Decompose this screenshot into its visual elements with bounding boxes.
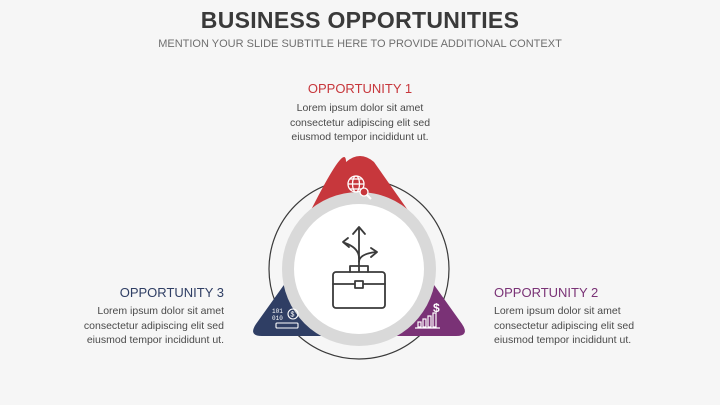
opportunity-2-line-2: consectetur adipiscing elit sed [494, 319, 635, 332]
opportunity-2-description: Lorem ipsum dolor sit amet consectetur a… [494, 304, 704, 348]
binary-coin-stack-icon: 101 010 $ [272, 308, 299, 329]
svg-text:$: $ [291, 312, 295, 319]
opportunity-1-title: OPPORTUNITY 1 [307, 81, 413, 96]
globe-search-icon [347, 175, 372, 200]
svg-text:010: 010 [272, 315, 283, 322]
opportunity-2-line-1: Lorem ipsum dolor sit amet [494, 305, 621, 317]
svg-text:$: $ [433, 301, 440, 315]
opportunity-3-line-3: eiusmod tempor incididunt ut. [86, 334, 224, 346]
svg-text:101: 101 [272, 308, 283, 315]
dollar-growth-chart-icon: $ [415, 301, 440, 329]
opportunity-3-description: Lorem ipsum dolor sit amet consectetur a… [14, 304, 224, 348]
opportunity-1-line-1: Lorem ipsum dolor sit amet [296, 102, 424, 114]
briefcase-arrows-icon [332, 226, 386, 309]
slide-subtitle: MENTION YOUR SLIDE SUBTITLE HERE TO PROV… [158, 38, 562, 50]
opportunity-3-title: OPPORTUNITY 3 [119, 285, 224, 300]
opportunity-3-line-2: consectetur adipiscing elit sed [83, 319, 224, 332]
opportunity-1-line-3: eiusmod tempor incididunt ut. [291, 131, 429, 143]
opportunity-1-line-2: consectetur adipiscing elit sed [289, 116, 431, 129]
slide-title: BUSINESS OPPORTUNITIES [200, 7, 520, 33]
opportunity-3-line-1: Lorem ipsum dolor sit amet [97, 305, 224, 317]
opportunity-2-line-3: eiusmod tempor incididunt ut. [494, 334, 632, 346]
opportunity-2-title: OPPORTUNITY 2 [494, 285, 599, 300]
opportunity-1-description: Lorem ipsum dolor sit amet consectetur a… [210, 101, 510, 145]
